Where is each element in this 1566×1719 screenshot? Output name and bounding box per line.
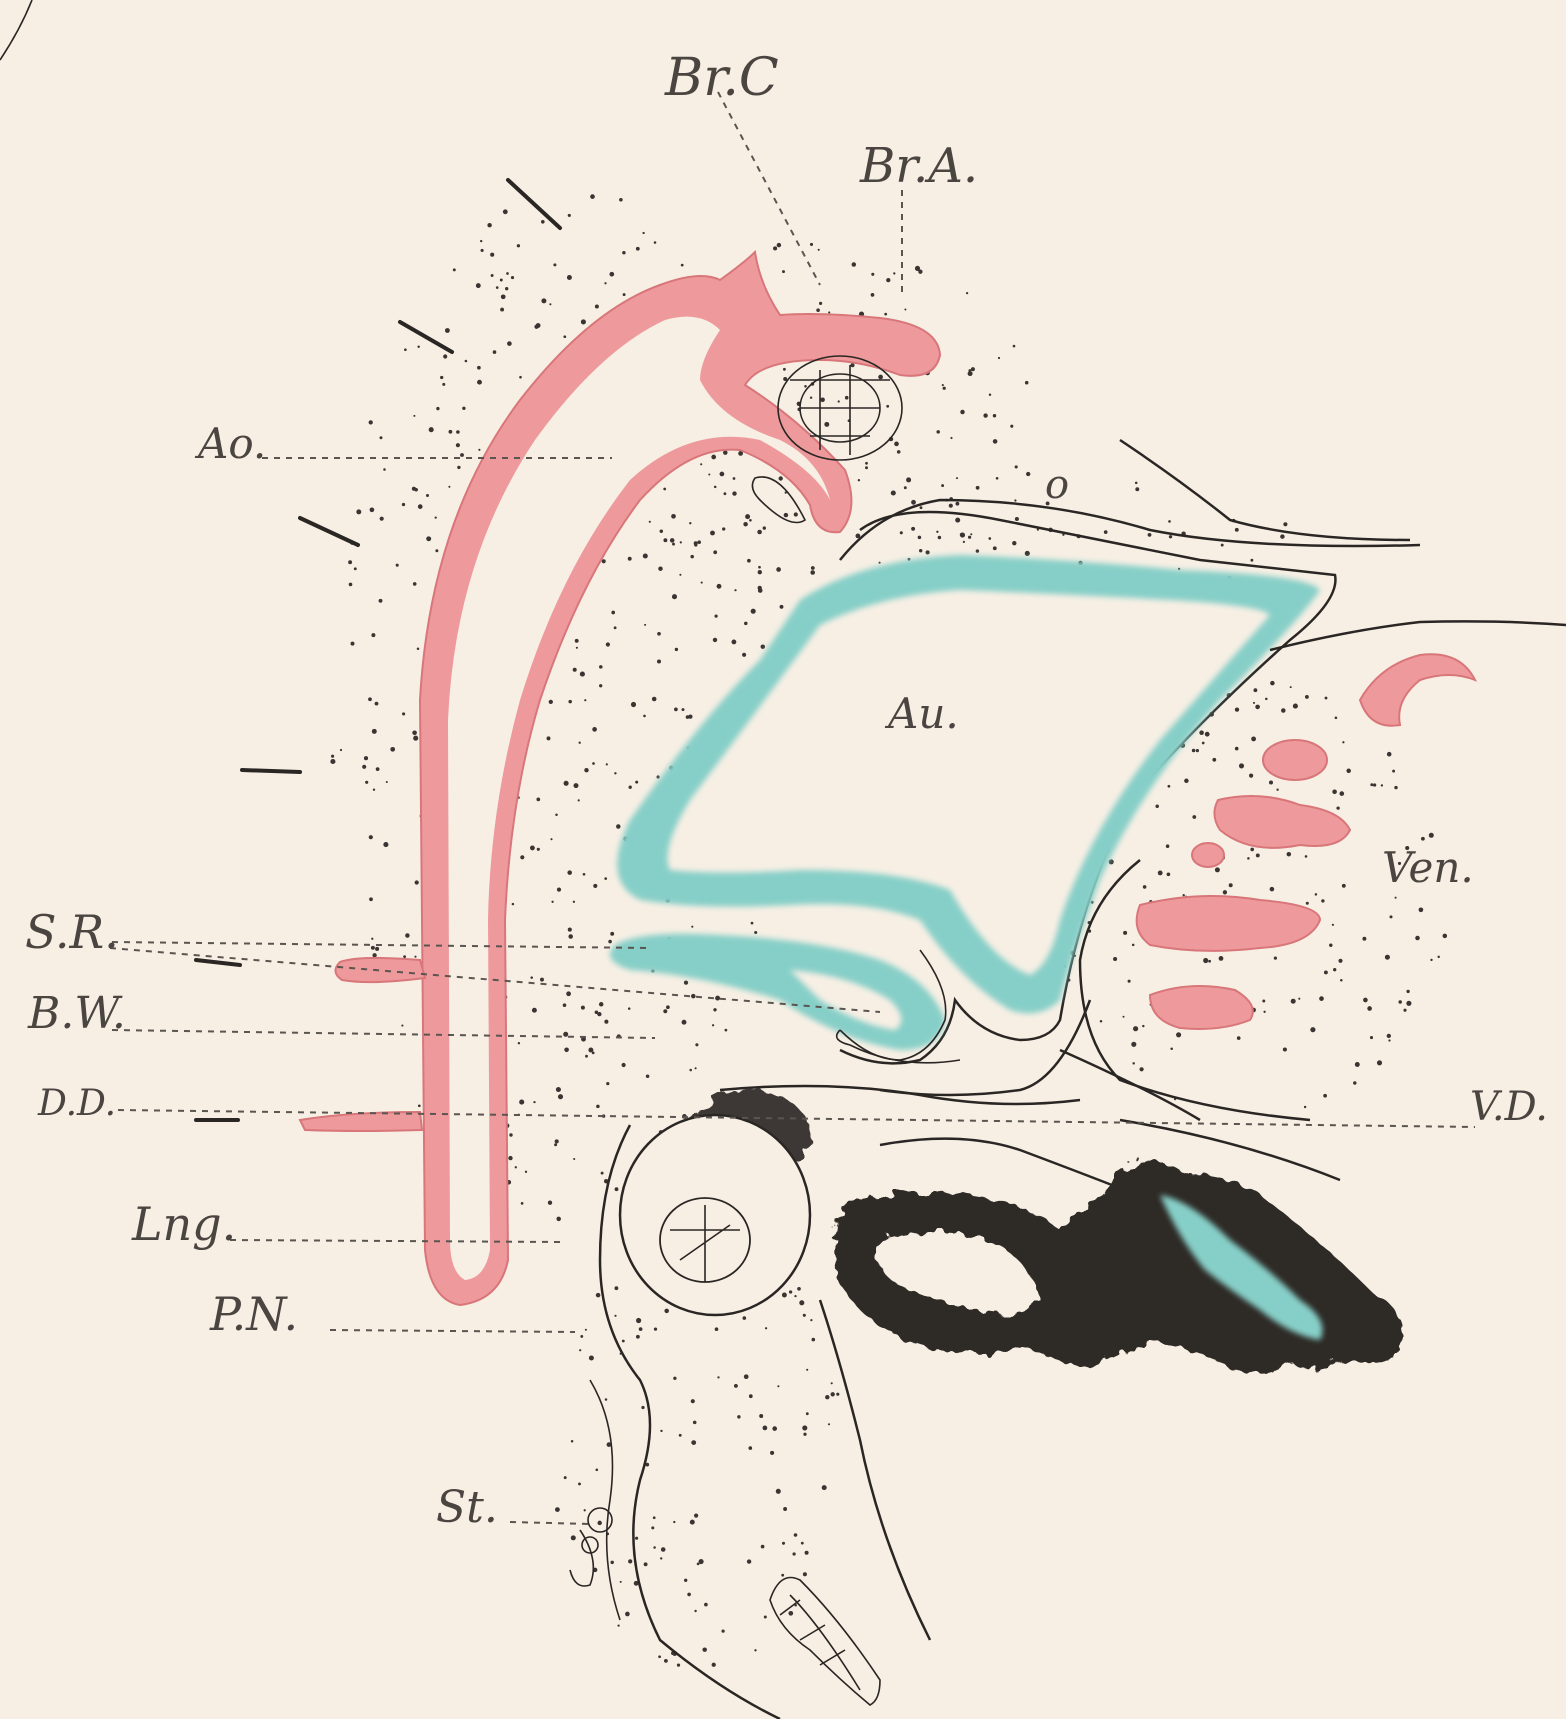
label-ven: Ven. (1382, 843, 1474, 892)
label-sr: S.R. (25, 905, 119, 959)
label-pn: P.N. (209, 1287, 298, 1341)
label-vd: V.D. (1470, 1084, 1548, 1130)
label-st: St. (436, 1482, 498, 1533)
sr-branch (335, 958, 425, 982)
label-ao: Ao. (194, 419, 266, 468)
label-bra: Br.A. (859, 138, 978, 194)
label-au: Au. (884, 689, 959, 738)
label-brc: Br.C (664, 48, 779, 108)
spinal-section (620, 1115, 810, 1315)
label-lng: Lng. (131, 1197, 236, 1251)
label-dd: D.D. (37, 1083, 116, 1124)
label-bw: B.W. (27, 988, 126, 1039)
label-o: o (1045, 462, 1069, 508)
